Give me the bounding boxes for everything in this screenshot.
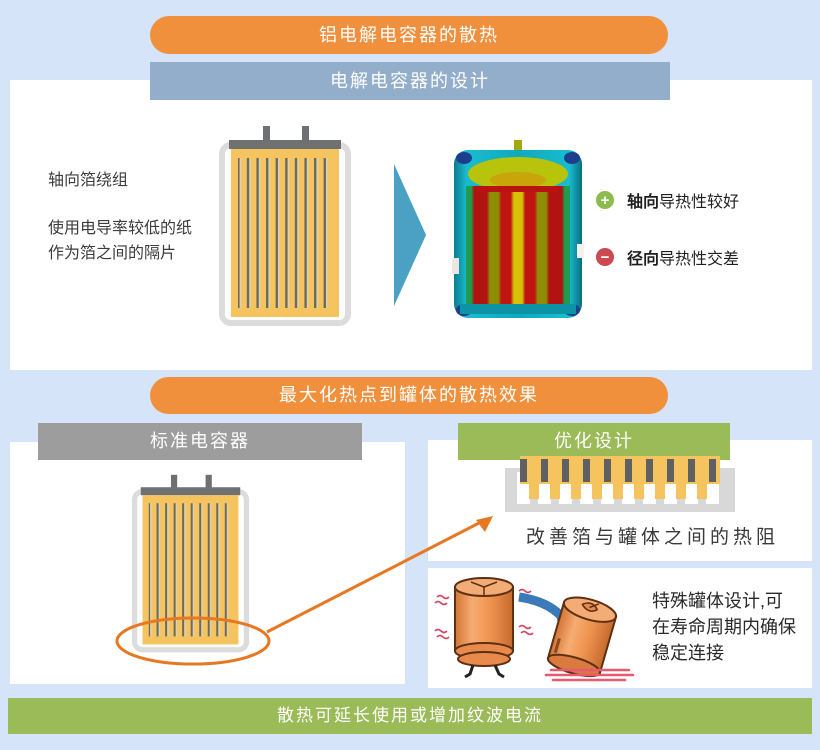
pros-label-rest: 导热性较好 [659, 194, 740, 211]
design-section-header: 电解电容器的设计 [150, 62, 670, 100]
capacitor-cans-illustration [433, 571, 648, 685]
special-can-note-line3: 稳定连接 [652, 643, 724, 663]
special-can-note-line1: 特殊罐体设计,可 [652, 591, 784, 611]
pros-label-bold: 轴向 [627, 194, 660, 211]
separator-note-line1: 使用电导率较低的纸 [48, 220, 193, 237]
footer-banner: 散热可延长使用或增加纹波电流 [8, 698, 812, 734]
foil-can-interface-illustration [505, 456, 735, 514]
cons-label: 径向导热性交差 [627, 245, 739, 269]
standard-capacitor-header: 标准电容器 [38, 423, 362, 460]
cons-label-rest: 导热性交差 [659, 251, 740, 268]
pros-row: + 轴向导热性较好 [596, 188, 739, 212]
plus-icon: + [596, 191, 614, 209]
cons-label-bold: 径向 [627, 251, 660, 268]
axial-winding-note: 轴向箔绕组 [48, 172, 129, 189]
pros-label: 轴向导热性较好 [627, 188, 739, 212]
separator-note-line2: 作为箔之间的隔片 [48, 245, 177, 262]
standard-foil-capacitor-illustration [131, 473, 250, 656]
cons-row: − 径向导热性交差 [596, 245, 739, 269]
thermal-simulation-illustration [452, 140, 584, 322]
foil-capacitor-illustration [218, 126, 352, 328]
special-can-note-line2: 在寿命周期内确保 [652, 617, 796, 637]
optimization-banner: 最大化热点到罐体的散热效果 [150, 377, 668, 414]
main-title-banner: 铝电解电容器的散热 [150, 16, 668, 54]
thermal-resistance-caption: 改善箔与罐体之间的热阻 [526, 527, 780, 548]
minus-icon: − [596, 248, 614, 266]
right-arrow-icon [394, 164, 426, 306]
special-can-note: 特殊罐体设计,可 在寿命周期内确保 稳定连接 [652, 588, 796, 666]
optimized-design-header: 优化设计 [458, 423, 730, 460]
